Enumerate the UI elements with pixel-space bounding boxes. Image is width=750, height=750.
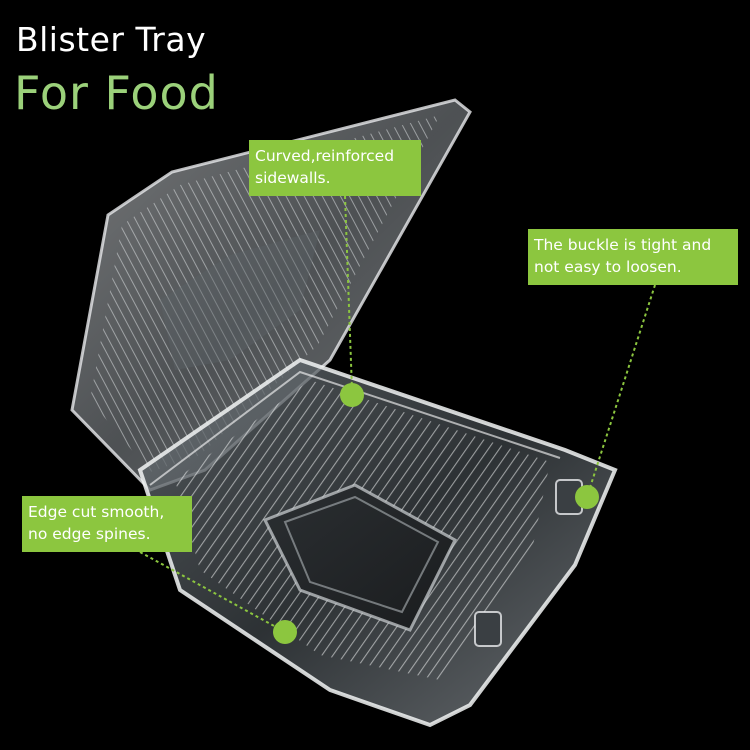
page-subtitle: For Food — [14, 66, 219, 120]
callout-buckle-line2: not easy to loosen. — [534, 258, 682, 276]
callout-buckle-line1: The buckle is tight and — [534, 236, 712, 254]
callout-buckle: The buckle is tight and not easy to loos… — [528, 229, 738, 285]
callout-sidewalls: Curved,reinforced sidewalls. — [249, 140, 421, 196]
callout-edge-line2: no edge spines. — [28, 525, 151, 543]
callout-edge-line1: Edge cut smooth, — [28, 503, 165, 521]
callout-sidewalls-line1: Curved,reinforced — [255, 147, 395, 165]
callout-sidewalls-line2: sidewalls. — [255, 169, 331, 187]
page-title: Blister Tray — [16, 20, 207, 59]
callout-edge: Edge cut smooth, no edge spines. — [22, 496, 192, 552]
